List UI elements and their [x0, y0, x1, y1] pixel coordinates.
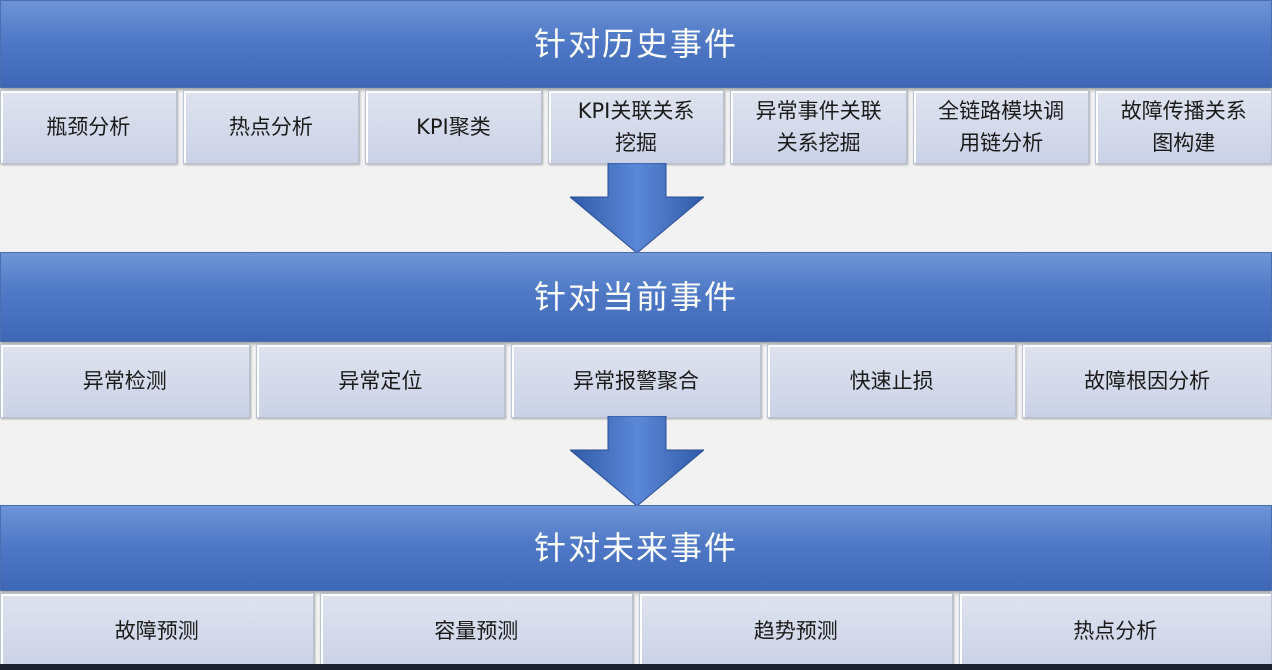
section-items: 异常检测 异常定位 异常报警聚合 快速止损 故障根因分析: [0, 344, 1272, 418]
item-alert-aggregation: 异常报警聚合: [511, 344, 761, 418]
item-trend-prediction: 趋势预测: [639, 593, 953, 668]
item-call-chain-analysis: 全链路模块调 用链分析: [912, 90, 1090, 164]
item-hotspot-analysis: 热点分析: [958, 593, 1272, 668]
bottom-edge-bar: [0, 664, 1272, 670]
section-items: 瓶颈分析 热点分析 KPI聚类 KPI关联关系 挖掘 异常事件关联 关系挖掘 全…: [0, 90, 1272, 164]
section-title: 针对当前事件: [0, 252, 1272, 342]
section-title: 针对未来事件: [0, 505, 1272, 591]
item-fast-loss-stop: 快速止损: [766, 344, 1017, 418]
down-arrow-icon: [570, 416, 704, 506]
down-arrow-icon: [570, 163, 704, 253]
item-fault-propagation-graph: 故障传播关系 图构建: [1095, 90, 1272, 164]
item-anomaly-detection: 异常检测: [0, 344, 250, 418]
item-bottleneck-analysis: 瓶颈分析: [0, 90, 177, 164]
item-fault-prediction: 故障预测: [0, 593, 314, 668]
item-hotspot-analysis: 热点分析: [182, 90, 360, 164]
item-kpi-clustering: KPI聚类: [365, 90, 542, 164]
section-title: 针对历史事件: [0, 0, 1272, 88]
section-items: 故障预测 容量预测 趋势预测 热点分析: [0, 593, 1272, 668]
item-kpi-correlation-mining: KPI关联关系 挖掘: [547, 90, 725, 164]
item-anomaly-correlation-mining: 异常事件关联 关系挖掘: [730, 90, 907, 164]
item-root-cause-analysis: 故障根因分析: [1022, 344, 1272, 418]
item-capacity-prediction: 容量预测: [319, 593, 633, 668]
item-anomaly-localization: 异常定位: [255, 344, 506, 418]
